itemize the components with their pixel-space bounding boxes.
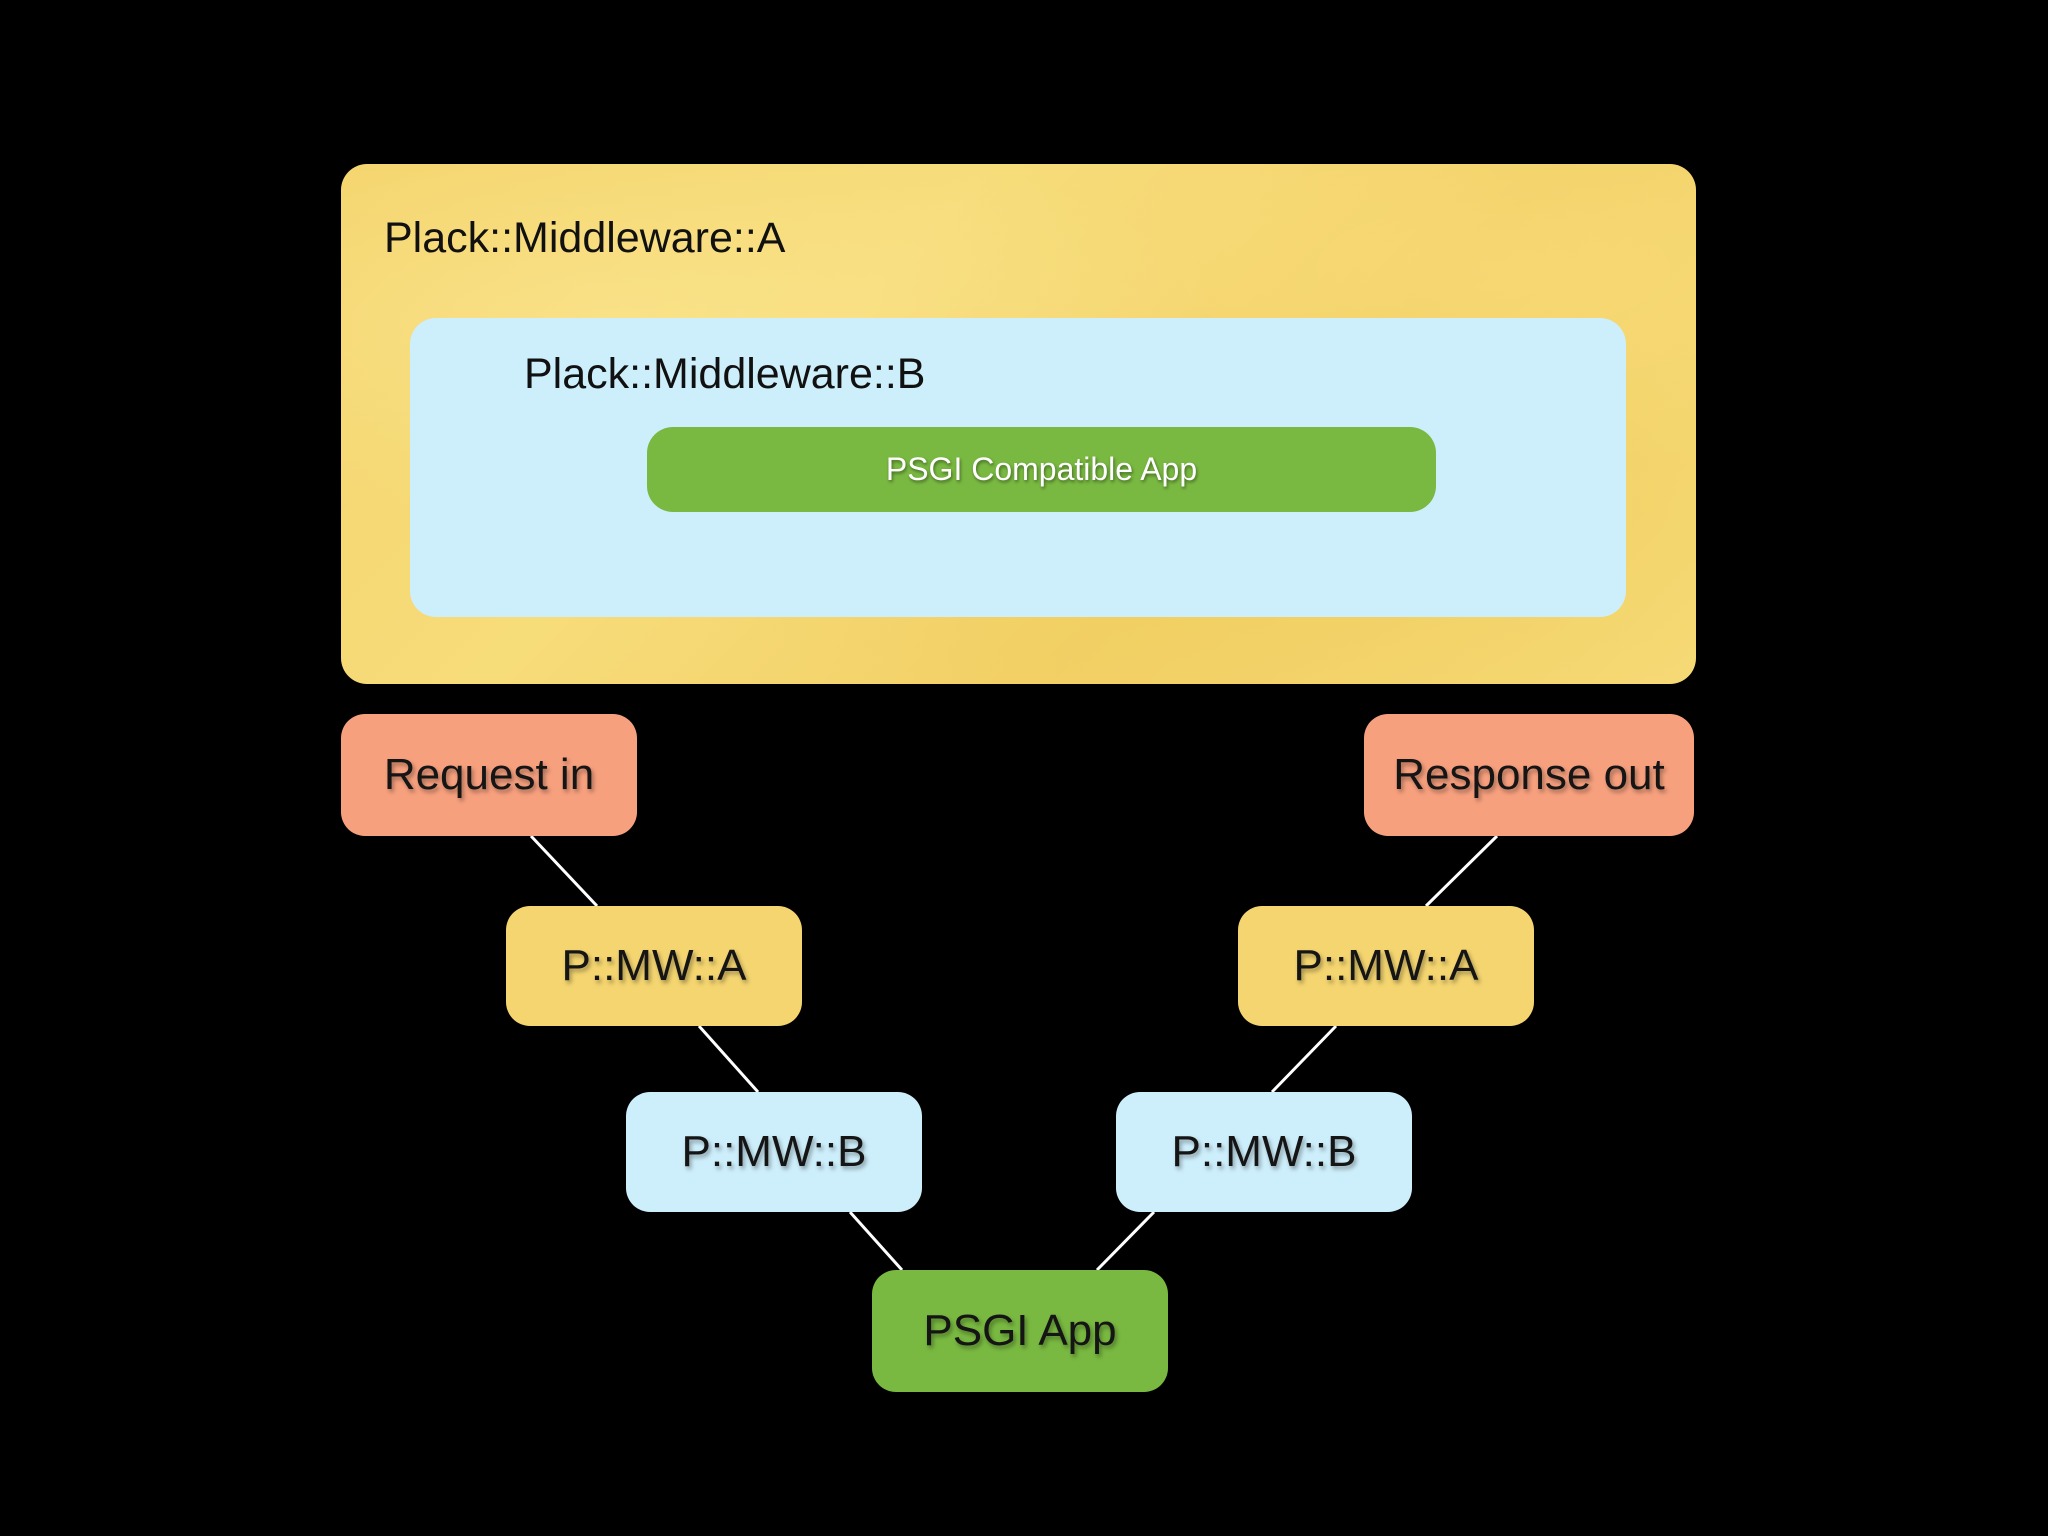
connector-mw-a-to-response bbox=[1424, 834, 1499, 908]
left-mw-a-node: P::MW::A bbox=[506, 906, 802, 1026]
connector-mw-a-to-mw-b-left bbox=[697, 1025, 760, 1093]
psgi-compatible-app-label: PSGI Compatible App bbox=[885, 451, 1198, 487]
response-out-node: Response out bbox=[1364, 714, 1694, 836]
connector-mw-b-to-app-left bbox=[848, 1210, 904, 1272]
middleware-b-label: Plack::Middleware::B bbox=[524, 350, 926, 398]
connector-app-to-mw-b-right bbox=[1095, 1210, 1156, 1272]
request-in-node: Request in bbox=[341, 714, 637, 836]
psgi-compatible-app-box: PSGI Compatible App bbox=[647, 427, 1436, 512]
connector-request-to-mw-a bbox=[529, 834, 599, 908]
psgi-app-node: PSGI App bbox=[872, 1270, 1168, 1392]
right-mw-a-node: P::MW::A bbox=[1238, 906, 1534, 1026]
left-mw-b-node: P::MW::B bbox=[626, 1092, 922, 1212]
right-mw-b-node: P::MW::B bbox=[1116, 1092, 1412, 1212]
middleware-a-label: Plack::Middleware::A bbox=[384, 214, 786, 262]
connector-mw-b-to-mw-a-right bbox=[1270, 1024, 1338, 1094]
